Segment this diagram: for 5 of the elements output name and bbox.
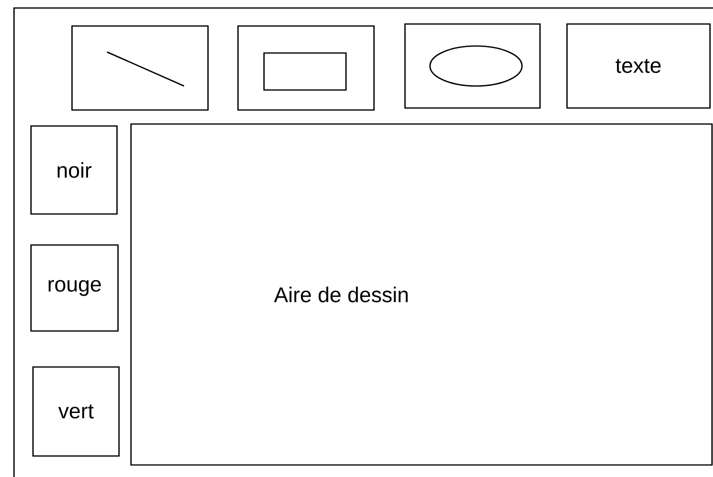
color-button: vert [32,366,120,457]
drawing-area: Aire de dessin [130,123,713,466]
tool-button: texte [566,23,711,109]
color-button: rouge [30,244,119,332]
color-button: noir [30,125,118,215]
